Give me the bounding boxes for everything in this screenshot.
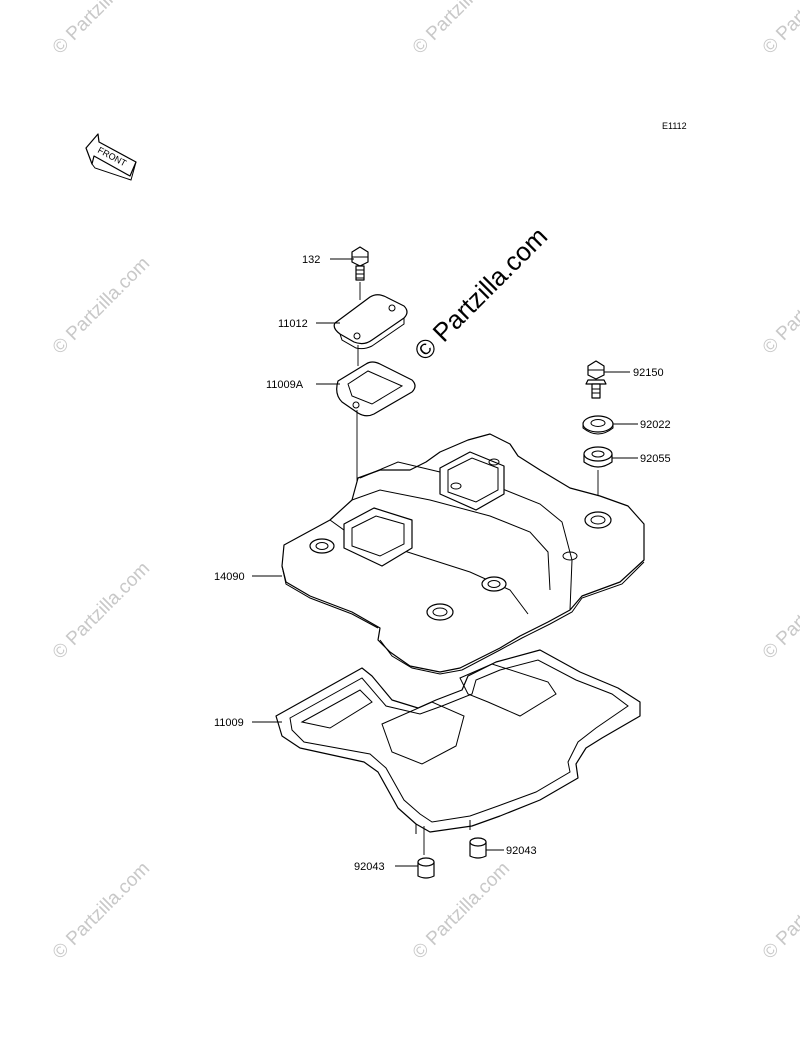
label-92055: 92055 (640, 453, 671, 465)
label-92043-left: 92043 (354, 861, 385, 873)
watermark: © Partzilla.com (49, 858, 154, 963)
watermark: © Partzilla.com (759, 253, 800, 358)
label-11009: 11009 (214, 717, 244, 729)
grommet-92055 (583, 446, 613, 468)
label-92150: 92150 (633, 367, 664, 379)
diagram-code: E1112 (662, 121, 687, 131)
watermark-main: © Partzilla.com (408, 221, 553, 366)
gasket-11009A (336, 361, 416, 417)
bolt-92150 (585, 360, 607, 399)
callouts: 132 11012 11009A 92150 92022 92055 14090… (214, 254, 671, 873)
watermark: © Partzilla.com (49, 0, 154, 59)
dowel-pin-92043-right (469, 837, 487, 859)
label-92043-right: 92043 (506, 845, 537, 857)
watermark: © Partzilla.com (409, 0, 514, 59)
watermark: © Partzilla.com (49, 558, 154, 663)
washer-92022 (582, 415, 614, 435)
gasket-11009 (275, 649, 641, 834)
label-11012: 11012 (278, 318, 308, 330)
watermark: © Partzilla.com (49, 253, 154, 358)
watermark: © Partzilla.com (759, 858, 800, 963)
watermark: © Partzilla.com (759, 558, 800, 663)
label-14090: 14090 (214, 571, 245, 583)
cap-plate-11012 (333, 294, 408, 350)
cylinder-head-cover-14090 (281, 433, 645, 675)
watermark: © Partzilla.com (759, 0, 800, 59)
label-132: 132 (302, 254, 320, 266)
bolt-132 (351, 246, 369, 281)
label-11009A: 11009A (266, 379, 304, 391)
dowel-pin-92043-left (417, 857, 435, 879)
front-arrow-icon: FRONT (85, 133, 137, 181)
label-92022: 92022 (640, 419, 671, 431)
